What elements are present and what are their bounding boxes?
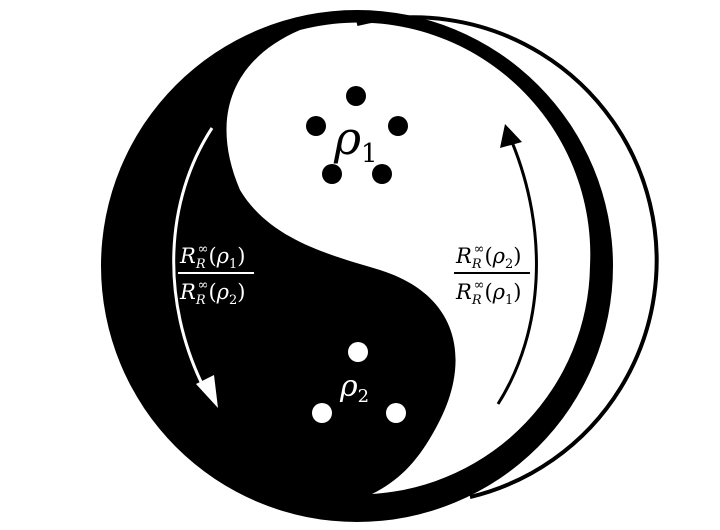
bottom-dot-2 xyxy=(312,403,332,423)
right-arrowhead xyxy=(500,124,522,148)
left-ratio-bar xyxy=(178,272,254,274)
right-ratio-denominator: RR∞(ρ1) xyxy=(455,278,522,308)
top-dot-1 xyxy=(346,86,366,106)
black-inner-ring xyxy=(356,15,659,499)
top-dot-5 xyxy=(372,164,392,184)
right-ratio-numerator: RR∞(ρ2) xyxy=(455,242,522,272)
rho-1-label: ρ1 xyxy=(333,111,378,169)
white-lobe xyxy=(226,22,591,495)
top-dot-4 xyxy=(322,164,342,184)
bottom-dot-1 xyxy=(348,342,368,362)
left-ratio: RR∞(ρ1) RR∞(ρ2) xyxy=(178,242,254,308)
top-dots xyxy=(306,86,408,184)
rho-2-label: ρ2 xyxy=(339,369,369,407)
bottom-dots xyxy=(312,342,406,423)
left-arrow-shaft xyxy=(172,127,214,389)
bottom-dot-3 xyxy=(386,403,406,423)
left-ratio-numerator: RR∞(ρ1) xyxy=(179,242,246,272)
top-dot-3 xyxy=(388,116,408,136)
right-ratio-bar xyxy=(454,272,530,274)
right-arrow xyxy=(496,124,538,405)
top-dot-2 xyxy=(306,116,326,136)
left-ratio-denominator: RR∞(ρ2) xyxy=(179,278,246,308)
left-arrow xyxy=(172,127,218,408)
left-arrowhead xyxy=(196,375,218,408)
right-ratio: RR∞(ρ2) RR∞(ρ1) xyxy=(454,242,530,308)
right-arrow-shaft xyxy=(496,141,538,405)
